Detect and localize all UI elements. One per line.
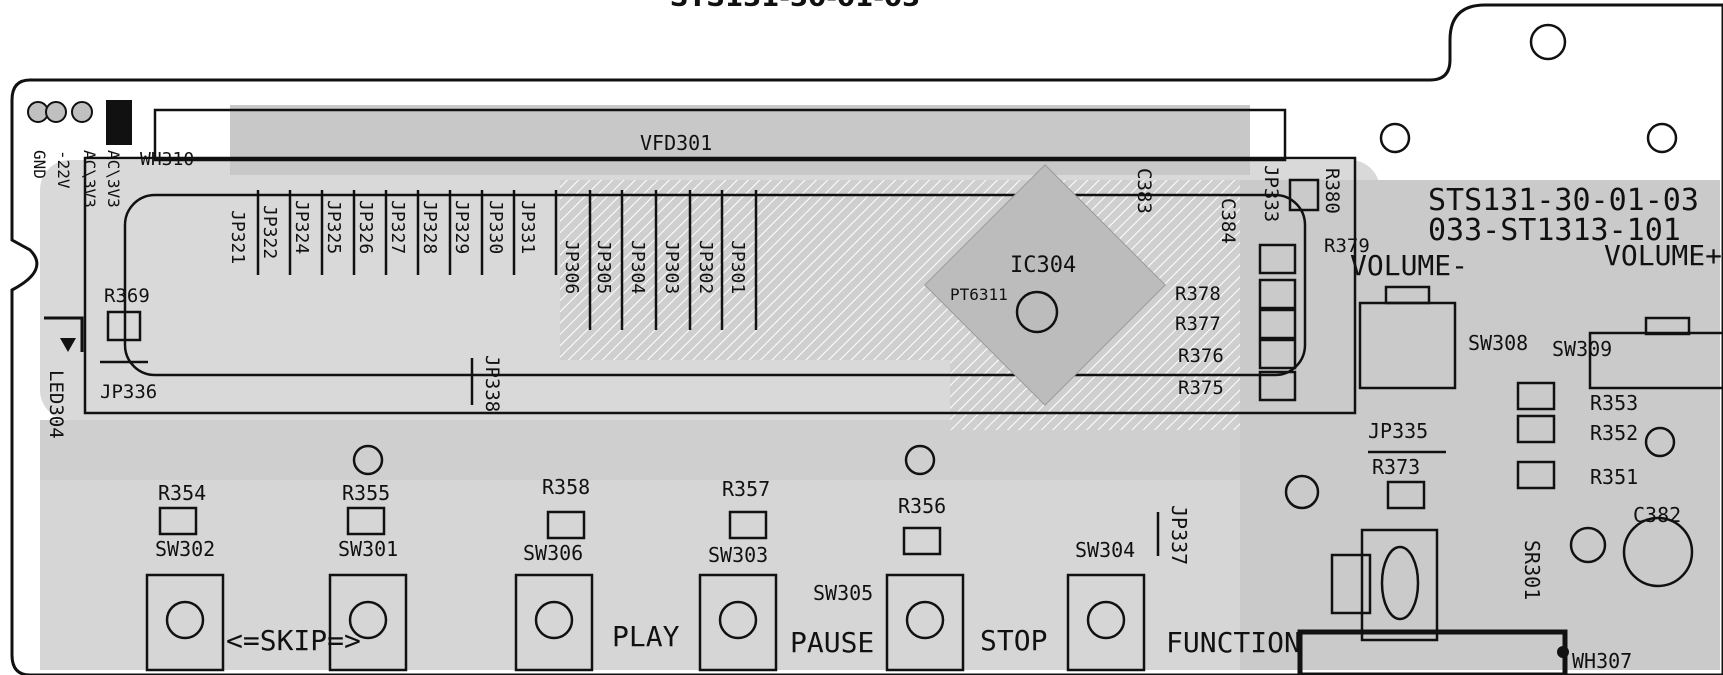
jp-305: JP305 (593, 240, 614, 294)
sr301-tab (1330, 553, 1372, 615)
r369: R369 (104, 285, 150, 307)
mounting-holes (352, 23, 1678, 564)
r378: R378 (1175, 283, 1221, 305)
jp-303: JP303 (661, 240, 682, 294)
vfd-301 (83, 108, 1357, 415)
r376: R376 (1178, 345, 1224, 367)
jp-302: JP302 (695, 240, 716, 294)
upper-jumper-labels: JP321 JP322 JP324 JP325 JP326 JP327 JP32… (227, 200, 748, 294)
sw301-label: <=SKIP=> (226, 624, 361, 657)
resistor-stack (1258, 178, 1320, 402)
sw301-ref: SW301 (338, 537, 398, 561)
r352: R352 (1590, 421, 1638, 445)
right-resistors (1386, 381, 1556, 510)
pin-22v: -22V (54, 150, 73, 189)
jp-301: JP301 (727, 240, 748, 294)
r358: R358 (542, 475, 590, 499)
jp-331: JP331 (517, 200, 538, 254)
r380: R380 (1321, 168, 1343, 214)
sw309-tab (1644, 316, 1691, 336)
wh307-pin1 (1557, 646, 1569, 658)
r357: R357 (722, 477, 770, 501)
ic-part: PT6311 (950, 285, 1008, 304)
jp-321: JP321 (227, 210, 248, 264)
sr301-lens (1380, 545, 1420, 621)
r353: R353 (1590, 391, 1638, 415)
ic-304: IC304 PT6311 (924, 164, 1166, 406)
volume-minus-label: VOLUME- (1350, 249, 1468, 282)
sw308-ref: SW308 (1468, 331, 1528, 355)
r369-body (106, 310, 142, 342)
r355: R355 (342, 481, 390, 505)
jp-330: JP330 (485, 200, 506, 254)
sw304-label: FUNCTION (1166, 626, 1301, 659)
jp338: JP338 (481, 355, 503, 412)
r379: R379 (1324, 235, 1370, 257)
volume-plus-label: VOLUME+ (1604, 239, 1722, 272)
jp-329: JP329 (451, 200, 472, 254)
r375: R375 (1178, 377, 1224, 399)
jp-326: JP326 (355, 200, 376, 254)
ic-ref: IC304 (1010, 253, 1076, 278)
upper-jumper-arrows (256, 190, 758, 330)
jp-328: JP328 (419, 200, 440, 254)
jp337: JP337 (1167, 505, 1191, 565)
r351: R351 (1590, 465, 1638, 489)
r377: R377 (1175, 313, 1221, 335)
bottom-resistors (158, 506, 942, 556)
bottom-switch-bodies (145, 573, 1146, 672)
vfd-ref: VFD301 (640, 131, 712, 155)
sw303-label: PAUSE (790, 626, 874, 659)
r354: R354 (158, 481, 206, 505)
led-ref: LED304 (45, 370, 67, 439)
pin-ac3v3-b: AC\3V3 (104, 150, 123, 208)
jp335: JP335 (1368, 419, 1428, 443)
jp-327: JP327 (387, 200, 408, 254)
jp-306: JP306 (561, 240, 582, 294)
jp-325: JP325 (323, 200, 344, 254)
part-number: STS131-30-01-03 (1428, 183, 1699, 218)
part-number-2: 033-ST1313-101 (1428, 213, 1681, 248)
c383: C383 (1133, 168, 1155, 214)
r373: R373 (1372, 455, 1420, 479)
c382-body (1622, 516, 1694, 588)
led-diode (60, 338, 76, 352)
sr301-body (1360, 528, 1439, 642)
sw309-ref: SW309 (1552, 337, 1612, 361)
c384: C384 (1217, 198, 1239, 244)
board-title: STS131-30-01-03 (670, 0, 920, 13)
led-symbol (44, 316, 84, 352)
sw304-ref: SW304 (1075, 538, 1135, 562)
pin-gnd: GND (30, 150, 49, 179)
jp-304: JP304 (627, 240, 648, 294)
sw308-tab (1384, 285, 1431, 305)
bottom-switch-plungers (165, 600, 1126, 640)
sr301: SR301 (1520, 540, 1544, 600)
sw306-label: PLAY (612, 620, 680, 653)
board-outline (10, 3, 1723, 675)
jp336: JP336 (100, 381, 157, 403)
jp-324: JP324 (291, 200, 312, 254)
sw305-label: STOP (980, 624, 1047, 657)
r356: R356 (898, 494, 946, 518)
jp333: JP333 (1260, 165, 1282, 222)
sw303-ref: SW303 (708, 543, 768, 567)
sw305-ref: SW305 (813, 581, 873, 605)
wh307: WH307 (1572, 649, 1632, 673)
jp-322: JP322 (259, 205, 280, 259)
sw302-ref: SW302 (155, 537, 215, 561)
sw306-ref: SW306 (523, 541, 583, 565)
